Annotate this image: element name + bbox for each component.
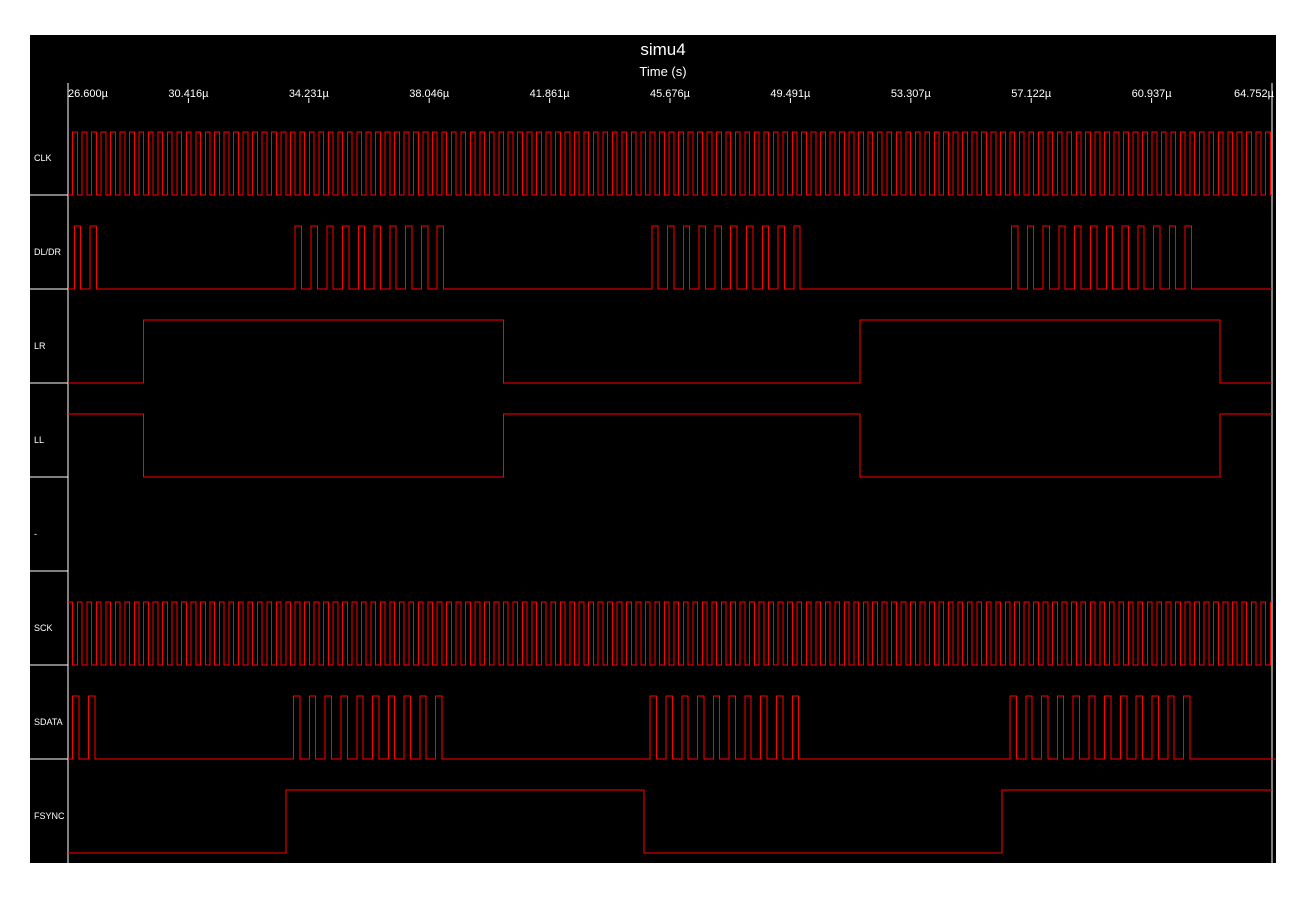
signal-lane: DL/DR — [30, 194, 1272, 290]
signal-trace — [68, 601, 1272, 666]
x-tick-label: 60.937µ — [1132, 88, 1173, 100]
signal-label: - — [34, 529, 37, 539]
x-axis-label: Time (s) — [639, 64, 686, 79]
signal-trace — [68, 319, 1272, 384]
signal-trace — [68, 225, 1272, 290]
signal-label: FSYNC — [34, 811, 65, 821]
signal-label: DL/DR — [34, 247, 62, 257]
x-tick-label: 53.307µ — [891, 88, 932, 100]
signal-label: LL — [34, 435, 44, 445]
x-tick-label: 30.416µ — [168, 88, 209, 100]
signal-lane: CLK — [34, 131, 1272, 196]
x-tick-label: 38.046µ — [409, 88, 450, 100]
signal-lane: LL — [30, 382, 1272, 478]
x-tick-label: 26.600µ — [68, 88, 109, 100]
waveform-viewer: simu4 Time (s) 26.600µ 30.416µ 34.231µ 38.0… — [30, 35, 1276, 863]
signal-lane: SDATA — [30, 664, 1276, 760]
signal-lane: LR — [30, 288, 1272, 384]
x-tick-label: 34.231µ — [289, 88, 330, 100]
signal-lane: FSYNC — [30, 758, 1272, 854]
signal-lane: SCK — [30, 570, 1272, 666]
x-tick-label: 49.491µ — [770, 88, 811, 100]
signal-label: SCK — [34, 623, 53, 633]
x-tick-label: 41.861µ — [530, 88, 571, 100]
x-tick-label: 45.676µ — [650, 88, 691, 100]
signal-trace — [68, 131, 1272, 196]
signal-label: LR — [34, 341, 46, 351]
signal-label: SDATA — [34, 717, 63, 727]
x-tick-label: 57.122µ — [1011, 88, 1052, 100]
signal-lane: - — [30, 476, 68, 539]
waveform-chart: simu4 Time (s) 26.600µ 30.416µ 34.231µ 38.0… — [30, 40, 1276, 863]
signal-trace — [68, 789, 1272, 854]
x-tick-label: 64.752µ — [1234, 88, 1275, 100]
signal-trace — [68, 695, 1276, 760]
signal-trace — [68, 413, 1272, 478]
signal-label: CLK — [34, 153, 52, 163]
chart-title: simu4 — [640, 40, 685, 59]
